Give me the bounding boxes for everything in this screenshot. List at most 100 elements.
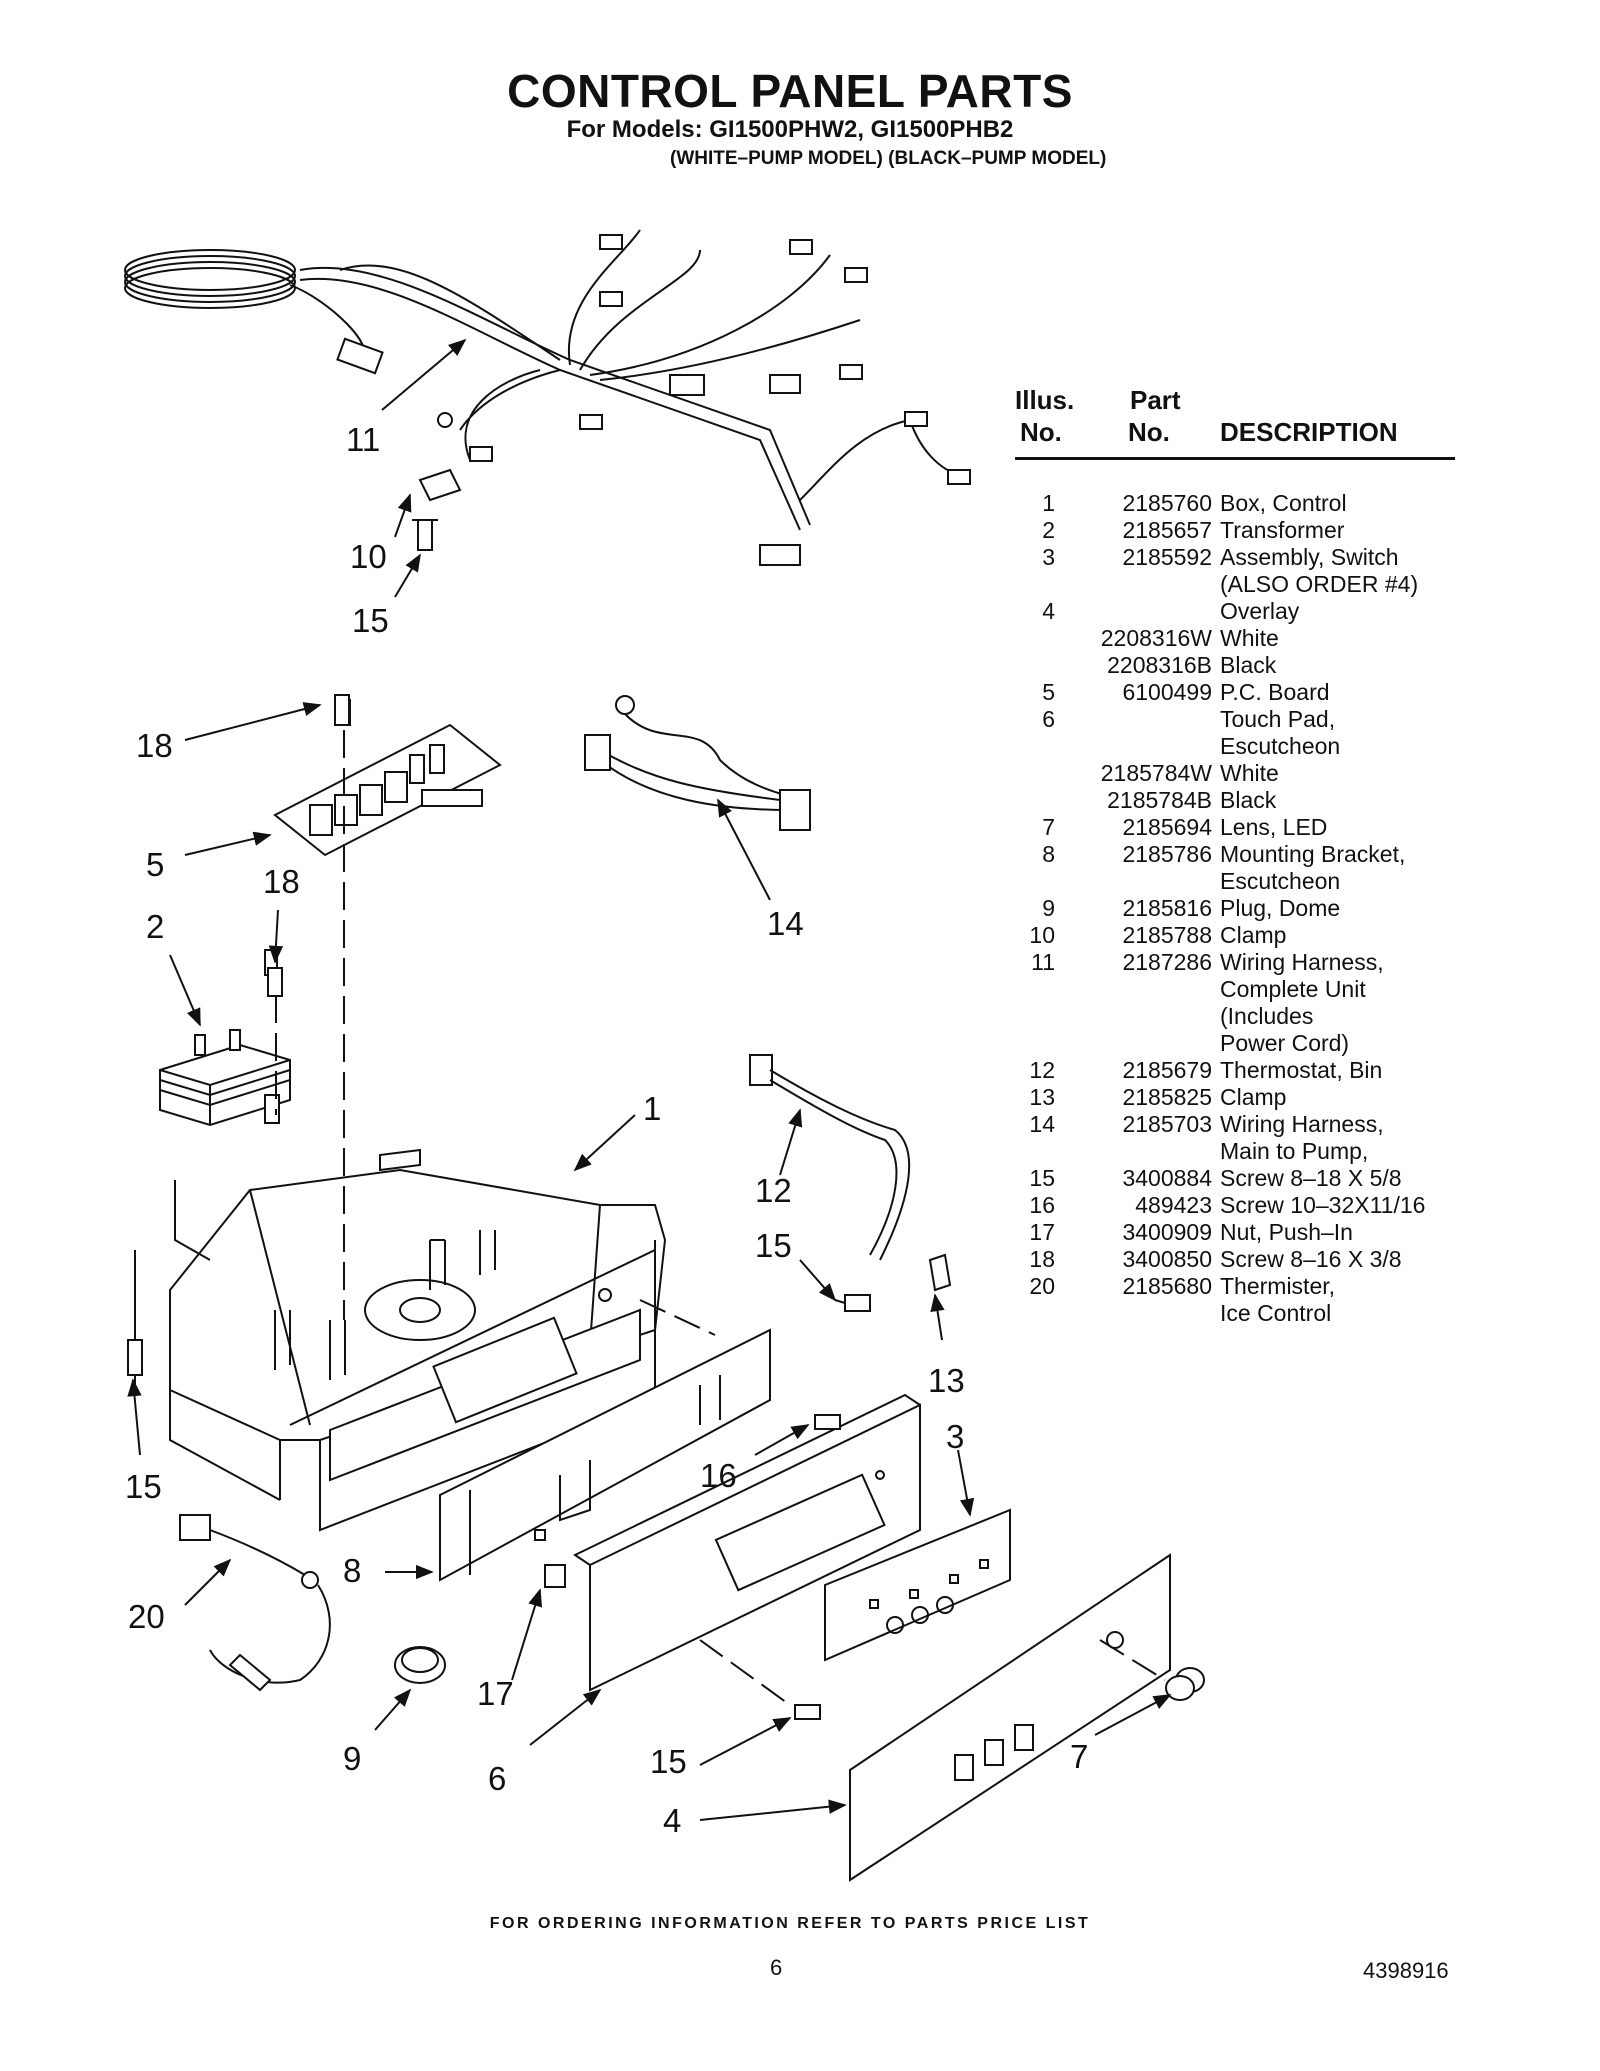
header-part: Part	[1130, 385, 1181, 415]
callout-4: 4	[663, 1802, 681, 1839]
leader-arrows	[127, 338, 1172, 1821]
part-description: Thermostat, Bin	[1220, 1057, 1383, 1083]
part-number: 489423	[1135, 1192, 1212, 1218]
parts-row: Complete Unit	[1015, 976, 1455, 1003]
part-description: (ALSO ORDER #4)	[1220, 571, 1419, 597]
part-number: 2185784B	[1107, 787, 1212, 813]
page-title: CONTROL PANEL PARTS	[507, 65, 1073, 117]
part-number: 2185592	[1122, 544, 1212, 570]
clamp-and-screw-top	[412, 468, 462, 551]
pump-models-subtitle: (WHITE–PUMP MODEL) (BLACK–PUMP MODEL)	[670, 148, 1107, 169]
part-number: 2185703	[1122, 1111, 1212, 1137]
callout-14: 14	[767, 905, 804, 942]
illus-number: 2	[1042, 517, 1055, 543]
part-description: Transformer	[1220, 517, 1345, 543]
illus-number: 16	[1029, 1192, 1055, 1218]
part-description: Screw 8–16 X 3/8	[1220, 1246, 1402, 1272]
document-number: 4398916	[1363, 1958, 1449, 1983]
illus-number: 17	[1029, 1219, 1055, 1245]
callout-5: 5	[146, 846, 164, 883]
parts-row: Ice Control	[1015, 1300, 1455, 1327]
part-number: 2185816	[1122, 895, 1212, 921]
part-description: Nut, Push–In	[1220, 1219, 1353, 1245]
header-illus: Illus.	[1015, 385, 1075, 415]
callout-3: 3	[946, 1418, 964, 1455]
part-description: Screw 8–18 X 5/8	[1220, 1165, 1402, 1191]
parts-row: 2 2185657 Transformer	[1015, 517, 1455, 544]
plug-dome	[394, 1646, 446, 1684]
part-number: 2208316B	[1107, 652, 1212, 678]
callout-15: 15	[755, 1227, 792, 1264]
illus-number: 20	[1029, 1273, 1055, 1299]
part-description: White	[1220, 760, 1279, 786]
part-number: 2185788	[1122, 922, 1212, 948]
part-description: Power Cord)	[1220, 1030, 1350, 1056]
callout-11: 11	[346, 421, 380, 458]
part-number: 3400909	[1122, 1219, 1212, 1245]
illus-number: 11	[1031, 949, 1055, 975]
part-number: 2185657	[1122, 517, 1212, 543]
illus-number: 14	[1029, 1111, 1055, 1137]
part-description: Overlay	[1220, 598, 1300, 624]
callout-9: 9	[343, 1740, 361, 1777]
part-description: Wiring Harness,	[1220, 1111, 1384, 1137]
illus-number: 18	[1029, 1246, 1055, 1272]
illus-number: 13	[1029, 1084, 1055, 1110]
callout-20: 20	[128, 1598, 165, 1635]
illus-number: 4	[1042, 598, 1055, 624]
part-number: 2185825	[1122, 1084, 1212, 1110]
callout-13: 13	[928, 1362, 965, 1399]
part-description: Main to Pump,	[1220, 1138, 1369, 1164]
parts-row: 4 Overlay	[1015, 598, 1455, 625]
overlay	[849, 1553, 1171, 1882]
part-description: Assembly, Switch	[1220, 544, 1399, 570]
callout-1: 1	[643, 1090, 661, 1127]
header-illus-no: No.	[1020, 417, 1062, 447]
control-box	[134, 1148, 667, 1532]
parts-row: (Includes	[1015, 1003, 1455, 1030]
parts-row: Main to Pump,	[1015, 1138, 1455, 1165]
part-description: Ice Control	[1220, 1300, 1332, 1326]
part-number: 6100499	[1122, 679, 1212, 705]
part-description: Complete Unit	[1220, 976, 1366, 1002]
illus-number: 8	[1042, 841, 1055, 867]
part-number: 2185760	[1122, 490, 1212, 516]
parts-list-header: Illus. No. Part No. DESCRIPTION	[1015, 385, 1455, 460]
parts-row: 14 2185703 Wiring Harness,	[1015, 1111, 1455, 1138]
thermostat-bin	[749, 1054, 952, 1312]
part-number: 2185786	[1122, 841, 1212, 867]
parts-row: (ALSO ORDER #4)	[1015, 571, 1455, 598]
illus-number: 6	[1042, 706, 1055, 732]
callout-6: 6	[488, 1760, 506, 1797]
thermister-ice-control	[179, 1514, 331, 1692]
callout-15: 15	[352, 602, 389, 639]
push-in-nut	[544, 1564, 566, 1588]
parts-row: Escutcheon	[1015, 868, 1455, 895]
callout-18: 18	[136, 727, 173, 764]
part-number: 2187286	[1122, 949, 1212, 975]
part-number: 2185784W	[1100, 760, 1212, 786]
part-description: Box, Control	[1220, 490, 1347, 516]
parts-row: Escutcheon	[1015, 733, 1455, 760]
callout-17: 17	[477, 1675, 514, 1712]
part-description: (Includes	[1220, 1003, 1314, 1029]
transformer	[159, 949, 291, 1127]
part-description: Escutcheon	[1220, 868, 1341, 894]
switch-assembly	[824, 1508, 1011, 1662]
part-description: Clamp	[1220, 1084, 1287, 1110]
callout-16: 16	[700, 1457, 737, 1494]
callout-12: 12	[755, 1172, 792, 1209]
parts-row: Power Cord)	[1015, 1030, 1455, 1057]
callout-15: 15	[125, 1468, 162, 1505]
part-description: Lens, LED	[1220, 814, 1328, 840]
part-description: Wiring Harness,	[1220, 949, 1384, 975]
